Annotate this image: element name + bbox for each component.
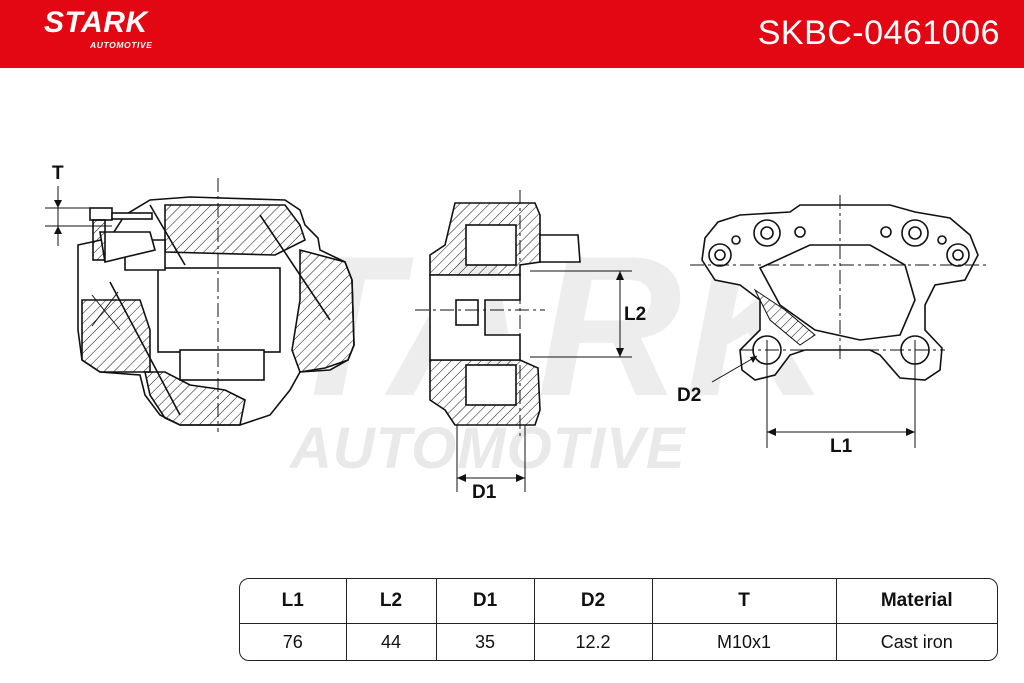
dimension-label-t: T [52, 163, 64, 184]
spec-header-l2: L2 [346, 579, 437, 624]
header-bar: STARK AUTOMOTIVE SKBC-0461006 [0, 0, 1024, 68]
brand-logo-sub: AUTOMOTIVE [90, 40, 153, 50]
spec-header-t: T [652, 579, 837, 624]
brand-logo-main: STARK [44, 6, 148, 39]
spec-header-material: Material [836, 579, 997, 624]
spec-value-t: M10x1 [652, 623, 837, 660]
spec-value-l2: 44 [346, 623, 437, 660]
caliper-front-view [690, 195, 990, 448]
watermark-text: AUTOMOTIVE [290, 416, 686, 481]
brand-logo: STARK AUTOMOTIVE [44, 6, 153, 51]
spec-value-material: Cast iron [880, 631, 953, 652]
caliper-technical-drawing: STARK [45, 178, 990, 492]
part-number: SKBC-0461006 [757, 14, 1000, 52]
dimension-label-d1: D1 [472, 482, 497, 503]
spec-value-d1: 35 [436, 623, 535, 660]
spec-header-d1: D1 [436, 579, 535, 624]
dimension-label-l2: L2 [624, 304, 647, 325]
spec-header-l1: L1 [240, 579, 347, 624]
dimension-label-d2: D2 [677, 385, 702, 406]
spec-value-l1: 76 [240, 623, 347, 660]
spec-table-value-row: 76 44 35 12.2 M10x1 Cast iron [240, 623, 997, 660]
dimension-label-l1: L1 [830, 436, 853, 457]
spec-table-header-row: L1 L2 D1 D2 T Material [240, 579, 997, 624]
spec-value-d2: 12.2 [534, 623, 653, 660]
caliper-cross-section-view [415, 190, 632, 492]
spec-table: L1 L2 D1 D2 T Material 76 44 35 12.2 M10… [239, 578, 998, 661]
caliper-side-section-view [45, 178, 355, 432]
spec-header-d2: D2 [534, 579, 653, 624]
